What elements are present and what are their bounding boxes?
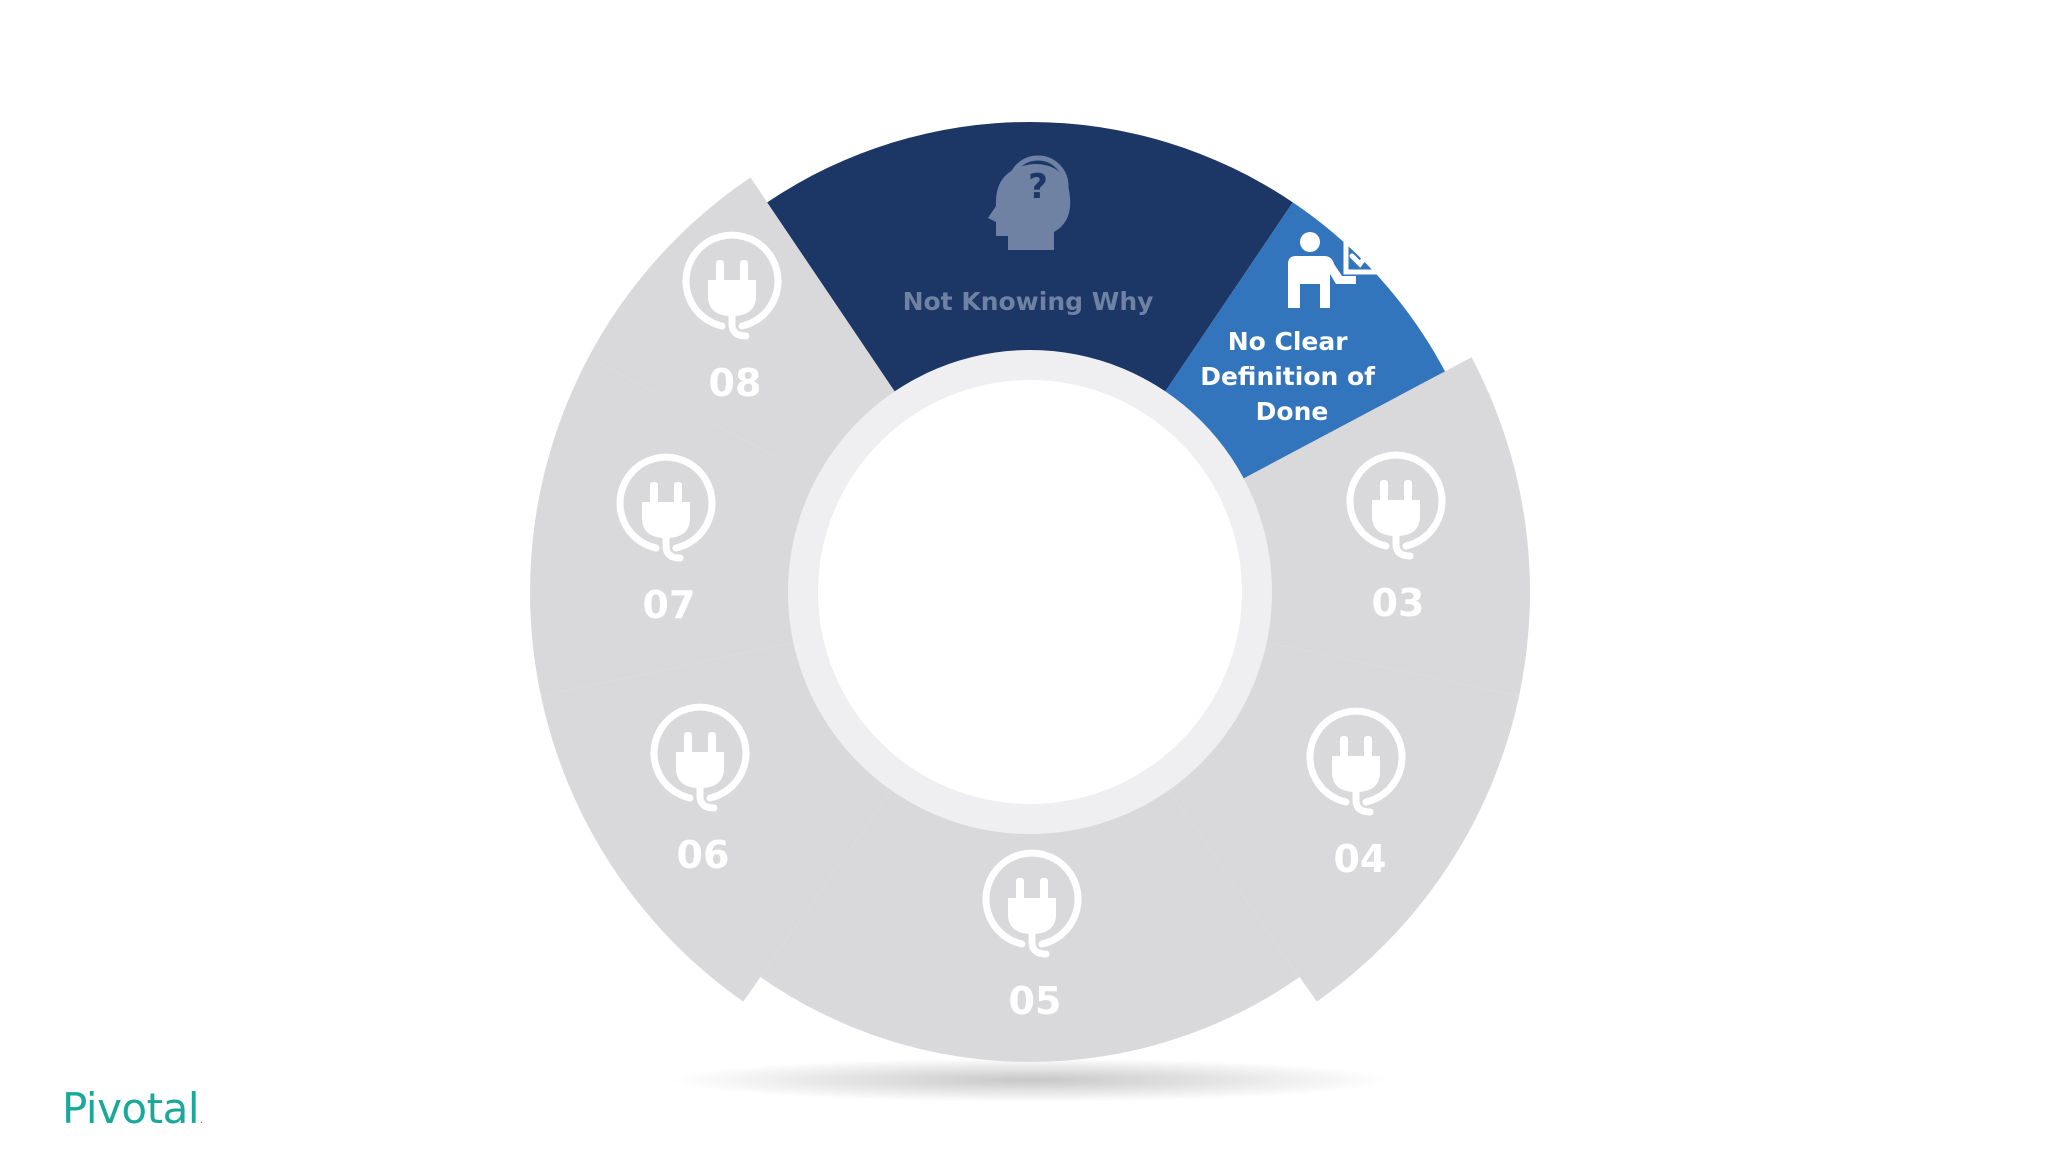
segment-number-08: 08 — [709, 361, 762, 405]
logo-text: Pivotal — [62, 1084, 200, 1133]
logo-mark: . — [200, 1115, 203, 1126]
drop-shadow — [670, 1058, 1390, 1102]
segment-label-no-clear-definition: No Clear Definition of Done — [1200, 327, 1384, 426]
segment-label-line-3: Done — [1256, 397, 1329, 426]
inner-hub — [818, 380, 1242, 804]
svg-text:?: ? — [1028, 167, 1048, 207]
segment-number-06: 06 — [677, 833, 730, 877]
segments-layer — [511, 121, 1549, 1062]
ring-segment-04 — [1167, 641, 1520, 1027]
segment-number-03: 03 — [1372, 581, 1425, 625]
segment-number-05: 05 — [1009, 979, 1062, 1023]
segment-number-04: 04 — [1334, 837, 1387, 881]
segment-label-line-2: Definition of — [1200, 362, 1376, 391]
segment-number-07: 07 — [643, 583, 696, 627]
segment-label-not-knowing-why: Not Knowing Why — [903, 287, 1154, 316]
ring-segment-08 — [588, 152, 896, 480]
person-checklist-icon — [1288, 232, 1381, 308]
ring-segment-01 — [767, 121, 1293, 394]
segment-label-line-1: No Clear — [1228, 327, 1349, 356]
head-question-icon: ? — [988, 155, 1071, 250]
ring-segment-02 — [1164, 202, 1445, 480]
pivotal-logo: Pivotal. — [62, 1084, 203, 1133]
ring-segment-06 — [511, 641, 893, 1002]
